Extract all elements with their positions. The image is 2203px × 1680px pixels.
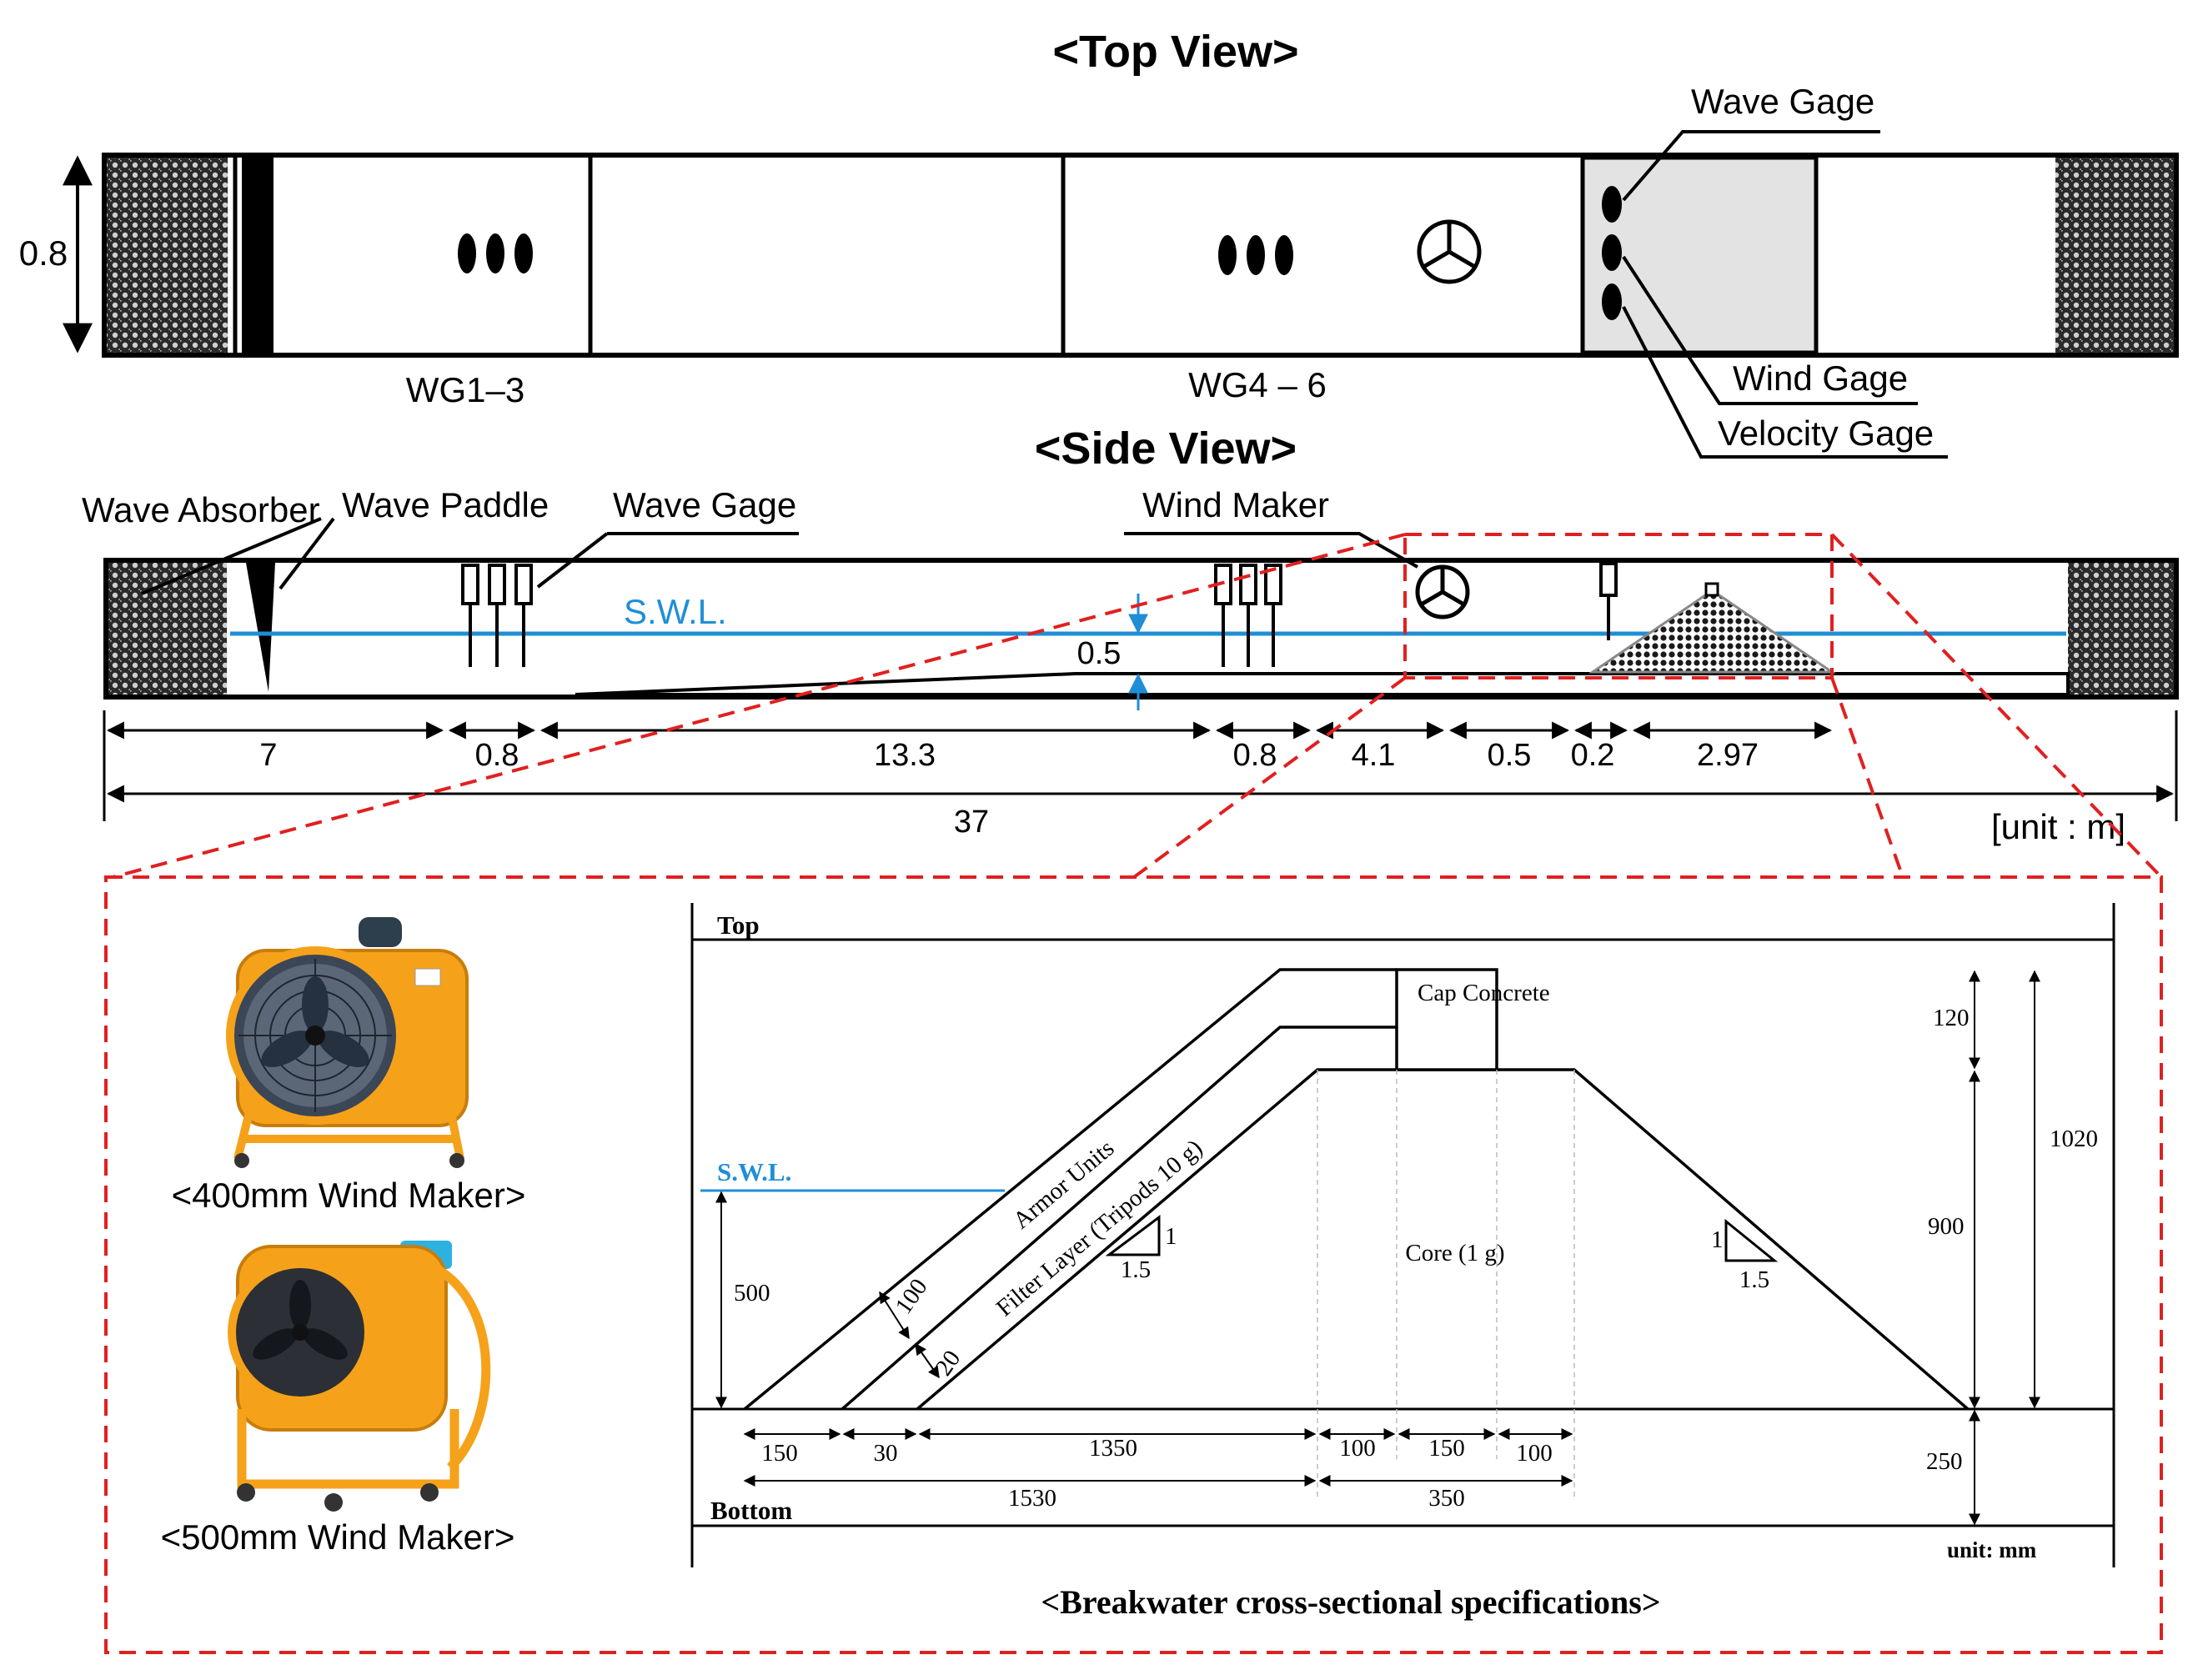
- dim-0: 7: [259, 738, 277, 773]
- dimension-labels: 7 0.8 13.3 0.8 4.1 0.5 0.2 2.97 37: [259, 738, 1759, 840]
- top-view-flume: [102, 153, 2179, 358]
- slope-triangle-left: [1105, 1215, 1161, 1256]
- top-view-title: <Top View>: [1052, 27, 1298, 77]
- width-filter: 30: [874, 1440, 898, 1467]
- cross-section-title: <Breakwater cross-sectional specificatio…: [1041, 1583, 1660, 1621]
- fan-symbol-top: [1417, 219, 1482, 284]
- slope-left-rise: 1: [1165, 1223, 1177, 1250]
- vertical-dims: [715, 970, 2040, 1526]
- dim-4: 4.1: [1352, 738, 1396, 773]
- gauge-leaders: [1622, 130, 1948, 459]
- label-wg46: WG4 – 6: [1188, 365, 1327, 404]
- cross-top-label: Top: [717, 910, 760, 940]
- width-slope: 1350: [1089, 1435, 1137, 1462]
- label-wave-gage-side: Wave Gage: [613, 485, 796, 524]
- height-bottom: 250: [1926, 1448, 1963, 1475]
- dim-5: 0.5: [1488, 738, 1532, 773]
- leader-absorber: [141, 517, 322, 595]
- label-depth: 0.5: [1077, 636, 1122, 671]
- label-wave-absorber: Wave Absorber: [82, 490, 320, 529]
- label-wind-gage: Wind Gage: [1733, 359, 1908, 398]
- horizontal-dim-labels: 150 30 1350 100 150 100 1530 350: [761, 1435, 1553, 1512]
- fan-symbol-side: [1415, 564, 1470, 619]
- dim-total: 37: [954, 805, 989, 840]
- unit-label-side: [unit : m]: [1991, 807, 2125, 846]
- cross-bottom-label: Bottom: [710, 1496, 792, 1525]
- wave-paddle-side: [246, 563, 275, 692]
- label-swl-side: S.W.L.: [624, 592, 727, 631]
- filter-thickness-label: 20: [931, 1346, 966, 1381]
- label-velocity-gage: Velocity Gage: [1718, 414, 1934, 453]
- dim-2: 13.3: [874, 738, 936, 773]
- breakwater-layers: [743, 968, 1970, 1411]
- side-view-title: <Side View>: [1035, 424, 1297, 474]
- filter-thickness-arrow: [915, 1342, 940, 1379]
- width-crest-c: 100: [1516, 1440, 1553, 1467]
- fan-500-photo: [228, 1241, 491, 1512]
- gauge-dots-wg46: [1218, 235, 1293, 275]
- height-total: 1020: [2050, 1126, 2098, 1152]
- armor-thickness-label: 100: [891, 1274, 933, 1319]
- wave-gauge-side-3: [1599, 562, 1618, 640]
- dim-1: 0.8: [475, 738, 519, 773]
- wave-gauges-side-2: [1214, 564, 1282, 667]
- caption-fan-500: <500mm Wind Maker>: [161, 1517, 515, 1557]
- label-wave-gage-top: Wave Gage: [1691, 82, 1874, 121]
- leader-wave-gage: [536, 532, 609, 589]
- width-label: 0.8: [19, 233, 68, 273]
- dimension-lines: [103, 710, 2178, 821]
- slope-left-run: 1.5: [1121, 1256, 1151, 1283]
- caption-fan-400: <400mm Wind Maker>: [172, 1176, 526, 1215]
- slope-right-rise: 1: [1711, 1226, 1724, 1253]
- width-total-left: 1530: [1008, 1485, 1056, 1512]
- cross-section-frame: [690, 903, 2115, 1567]
- wave-absorber-left-top: [107, 158, 228, 353]
- side-view-flume: [103, 558, 2179, 700]
- dim-7: 2.97: [1697, 738, 1759, 773]
- dim-3: 0.8: [1233, 738, 1277, 773]
- leader-wind-maker: [1124, 532, 1418, 569]
- width-crest-b: 150: [1428, 1435, 1465, 1462]
- width-total-crest: 350: [1428, 1485, 1465, 1512]
- wave-gauges-side-1: [461, 564, 533, 667]
- wave-paddle-top: [242, 158, 273, 353]
- height-cap: 120: [1933, 1005, 1970, 1031]
- breakwater-side: [1588, 582, 1836, 674]
- unit-label-mm: unit: mm: [1947, 1537, 2037, 1562]
- leader-paddle: [279, 517, 335, 590]
- height-crest: 900: [1928, 1213, 1965, 1240]
- fan-400-photo: [226, 917, 469, 1168]
- height-swl: 500: [734, 1280, 770, 1306]
- gauge-dots-wg13: [458, 233, 533, 273]
- dim-6: 0.2: [1571, 738, 1615, 773]
- core-label: Core (1 g): [1405, 1240, 1504, 1266]
- slope-triangle-right: [1724, 1218, 1779, 1262]
- cap-concrete-label: Cap Concrete: [1418, 980, 1550, 1006]
- slope-right-run: 1.5: [1739, 1266, 1769, 1293]
- construction-lines: [1317, 1070, 1575, 1501]
- width-crest-a: 100: [1339, 1435, 1376, 1462]
- horizontal-dims: [743, 1428, 1573, 1487]
- wave-absorber-right-side: [2068, 563, 2174, 695]
- wave-absorber-right-top: [2055, 158, 2174, 353]
- width-toe: 150: [761, 1440, 798, 1467]
- zoom-callout: [104, 533, 2163, 1654]
- label-wg13: WG1–3: [406, 370, 524, 409]
- gauges-measurement: [1602, 186, 1622, 320]
- label-wind-maker: Wind Maker: [1142, 485, 1329, 524]
- label-wave-paddle: Wave Paddle: [342, 485, 549, 524]
- wave-absorber-left-side: [108, 563, 227, 695]
- cross-swl-label: S.W.L.: [717, 1157, 791, 1186]
- vertical-dim-labels: 500 120 900 1020 250: [734, 1005, 2098, 1475]
- armor-thickness-arrow: [879, 1291, 910, 1340]
